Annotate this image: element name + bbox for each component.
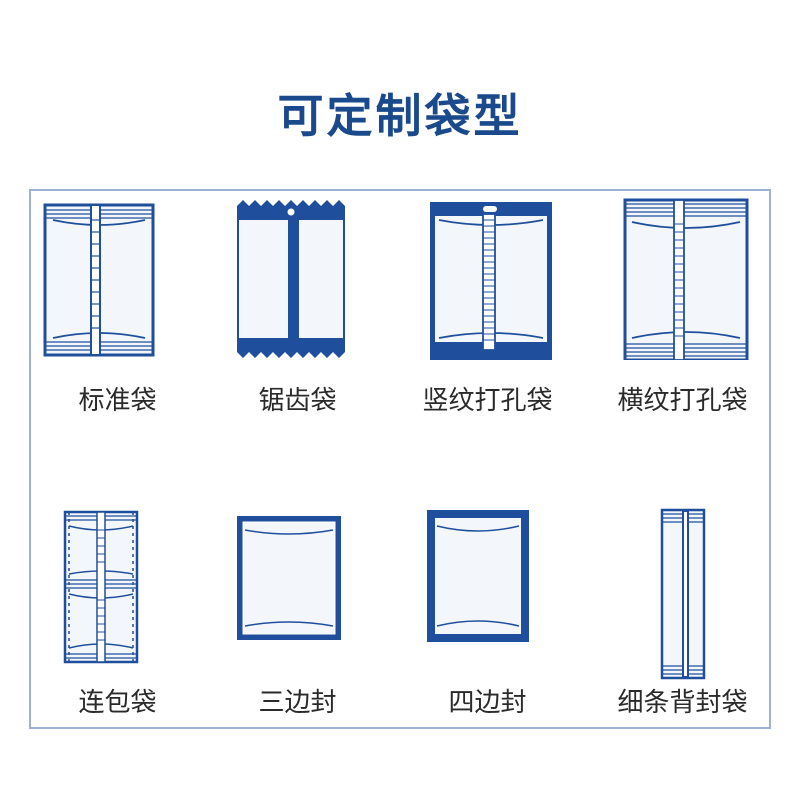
bag-label: 三边封	[258, 688, 337, 718]
bag-label: 标准袋	[78, 386, 157, 416]
bag-label: 横纹打孔袋	[617, 386, 748, 416]
bag-label: 锯齿袋	[258, 386, 337, 416]
page-title: 可定制袋型	[277, 89, 523, 143]
vertical-pattern-punched-bag-icon	[430, 202, 552, 360]
bag-option-serrated[interactable]: 锯齿袋	[205, 190, 390, 460]
bag-label: 细条背封袋	[617, 688, 748, 718]
three-side-seal-bag-icon	[237, 516, 341, 640]
four-side-seal-bag-icon	[427, 510, 529, 642]
bag-option-three-side-seal[interactable]: 三边封	[205, 490, 390, 760]
bag-option-vertical-punched[interactable]: 竖纹打孔袋	[395, 190, 580, 460]
standard-bag-icon	[43, 203, 155, 357]
slim-back-seal-bag-icon	[660, 508, 706, 680]
connected-bag-icon	[63, 510, 139, 664]
serrated-bag-icon	[237, 200, 345, 358]
bag-label: 连包袋	[78, 688, 157, 718]
bag-label: 四边封	[448, 688, 527, 718]
horizontal-pattern-punched-bag-icon	[623, 198, 749, 360]
bag-option-standard[interactable]: 标准袋	[25, 190, 210, 460]
bag-option-horizontal-punched[interactable]: 横纹打孔袋	[590, 190, 775, 460]
bag-option-four-side-seal[interactable]: 四边封	[395, 490, 580, 760]
bag-types-panel	[29, 189, 771, 729]
bag-label: 竖纹打孔袋	[422, 386, 553, 416]
bag-option-connected[interactable]: 连包袋	[25, 490, 210, 760]
bag-option-slim-back-seal[interactable]: 细条背封袋	[590, 490, 775, 760]
